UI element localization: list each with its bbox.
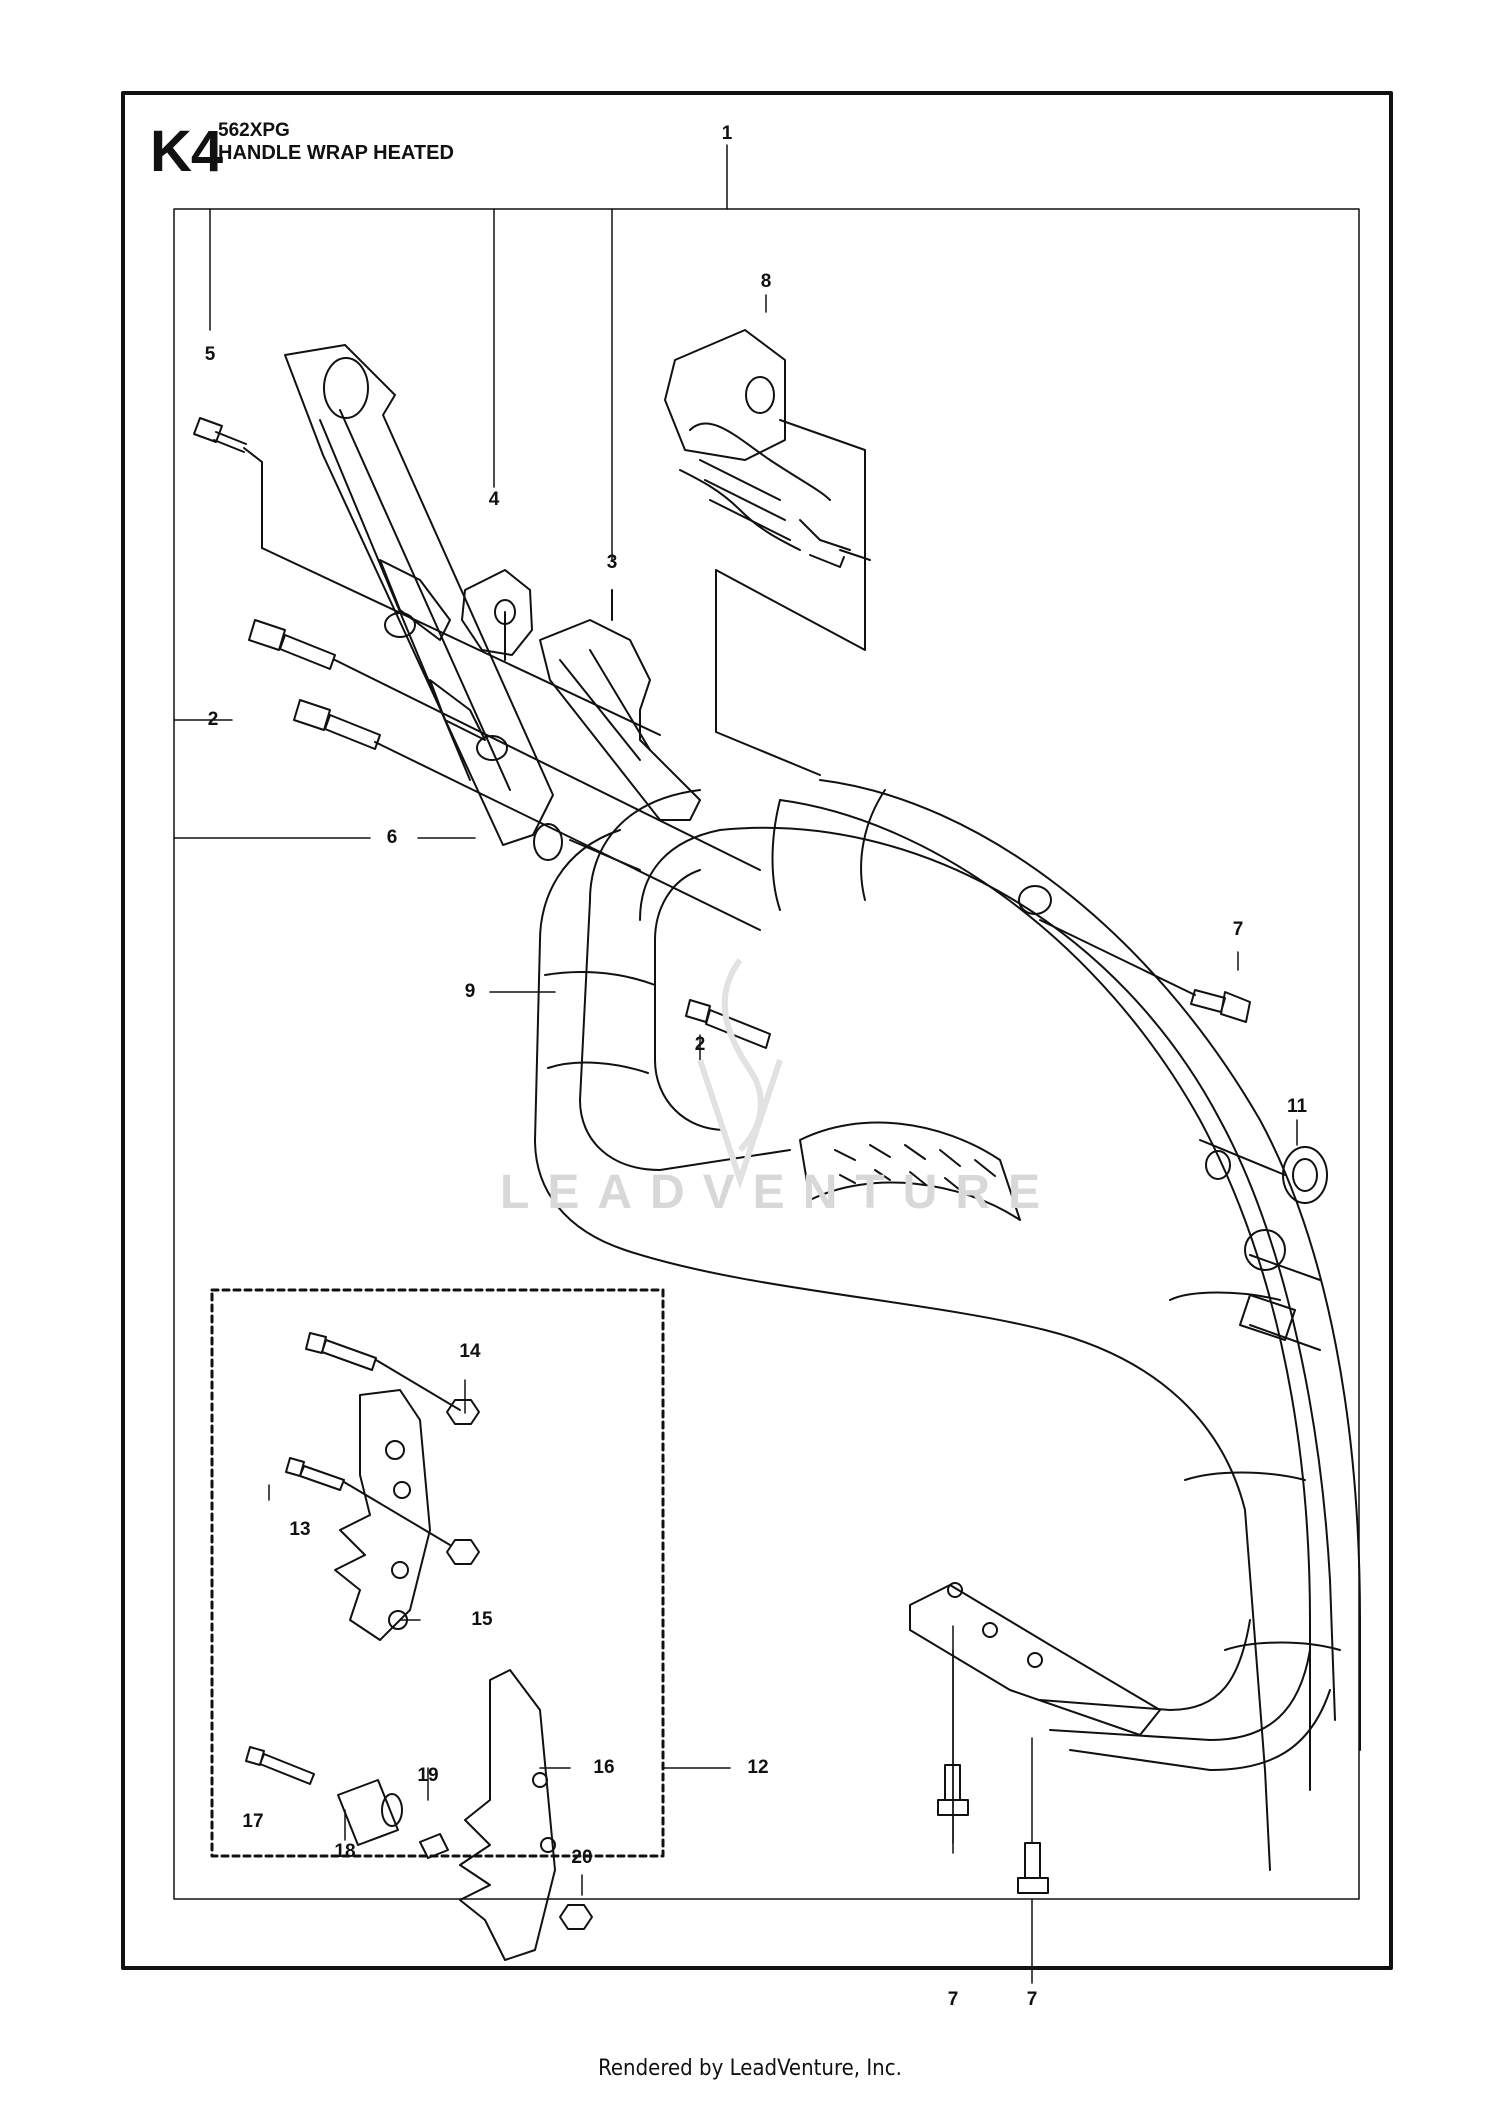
callout-14[interactable]: 14 <box>459 1341 481 1362</box>
part-2-screw-lower <box>685 999 771 1049</box>
kit-parts <box>245 1332 593 1961</box>
callout-6[interactable]: 6 <box>386 827 398 848</box>
callout-9[interactable]: 9 <box>464 981 476 1002</box>
callout-13[interactable]: 13 <box>289 1519 311 1540</box>
callout-7-bottom-right[interactable]: 7 <box>1026 1989 1038 2010</box>
callout-11[interactable]: 11 <box>1286 1096 1308 1117</box>
rear-mount-bracket <box>909 885 1321 1736</box>
part-7-screws <box>937 919 1251 1894</box>
callout-20[interactable]: 20 <box>571 1847 593 1868</box>
part-5-screw <box>193 417 661 736</box>
watermark-logo-icon <box>697 958 783 1190</box>
callout-2-lower[interactable]: 2 <box>694 1034 706 1055</box>
watermark-text: LEADVENTURE <box>500 1166 1059 1219</box>
callout-15[interactable]: 15 <box>471 1609 493 1630</box>
part-8-throttle-housing <box>664 329 871 776</box>
callout-16[interactable]: 16 <box>593 1757 615 1778</box>
part-2-screws-upper <box>248 619 761 931</box>
part-6-handle-bracket <box>284 344 641 871</box>
part-11-washer <box>1199 1139 1328 1204</box>
part-3-trigger <box>539 589 701 821</box>
kit-box-dashed <box>210 1288 665 1858</box>
callout-7-right[interactable]: 7 <box>1232 919 1244 940</box>
callout-12[interactable]: 12 <box>747 1757 769 1778</box>
leader-lines <box>173 144 1298 1984</box>
callout-7-bottom-left[interactable]: 7 <box>947 1989 959 2010</box>
model-number: 562XPG <box>218 120 290 141</box>
callout-18[interactable]: 18 <box>334 1841 356 1862</box>
callout-1[interactable]: 1 <box>721 123 733 144</box>
callout-5[interactable]: 5 <box>204 344 216 365</box>
diagram-code: K4 <box>150 119 223 184</box>
assembly-frame <box>173 208 1360 1900</box>
part-9-front-handle-tube <box>534 779 1361 1871</box>
diagram-title: HANDLE WRAP HEATED <box>218 142 454 164</box>
callout-3[interactable]: 3 <box>606 552 618 573</box>
callout-4[interactable]: 4 <box>488 489 500 510</box>
outer-frame <box>121 91 1393 1970</box>
footer-credit: Rendered by LeadVenture, Inc. <box>598 2056 902 2081</box>
callout-8[interactable]: 8 <box>760 271 772 292</box>
callout-2[interactable]: 2 <box>207 709 219 730</box>
callout-19[interactable]: 19 <box>417 1765 439 1786</box>
callout-17[interactable]: 17 <box>242 1811 264 1832</box>
part-4-knob <box>461 569 533 661</box>
